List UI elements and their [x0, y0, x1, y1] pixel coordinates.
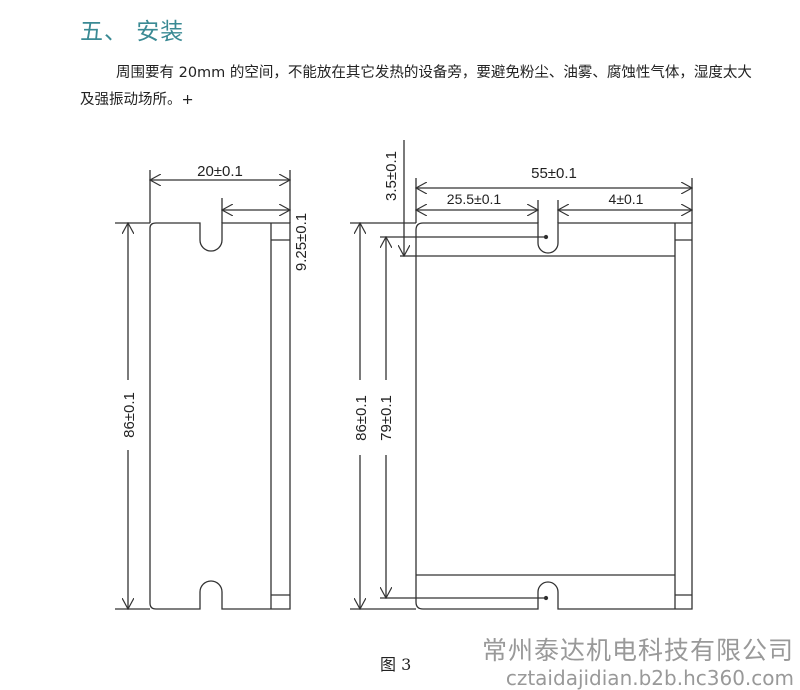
- dim-right-slot-offset: 25.5±0.1: [447, 191, 502, 207]
- dim-left-height: 86±0.1: [121, 392, 138, 438]
- dim-right-height: 86±0.1: [353, 395, 370, 441]
- dim-right-edge: 4±0.1: [609, 191, 644, 207]
- right-view: [350, 140, 692, 609]
- watermark-url: cztaidajidian.b2b.hc360.com: [505, 666, 794, 690]
- left-view: [115, 170, 290, 609]
- dim-right-top: 3.5±0.1: [383, 151, 400, 201]
- dim-right-hole-pitch: 79±0.1: [378, 395, 395, 441]
- dim-left-width: 20±0.1: [197, 163, 243, 180]
- section-title: 五、 安装: [80, 19, 185, 45]
- dim-right-width: 55±0.1: [531, 165, 577, 182]
- section-paragraph: 周围要有 20mm 的空间，不能放在其它发热的设备旁，要避免粉尘、油雾、腐蚀性气…: [80, 65, 752, 108]
- figure-caption: 图 3: [380, 655, 412, 674]
- dim-left-slot: 9.25±0.1: [293, 213, 310, 271]
- watermark-company: 常州泰达机电科技有限公司: [481, 636, 794, 665]
